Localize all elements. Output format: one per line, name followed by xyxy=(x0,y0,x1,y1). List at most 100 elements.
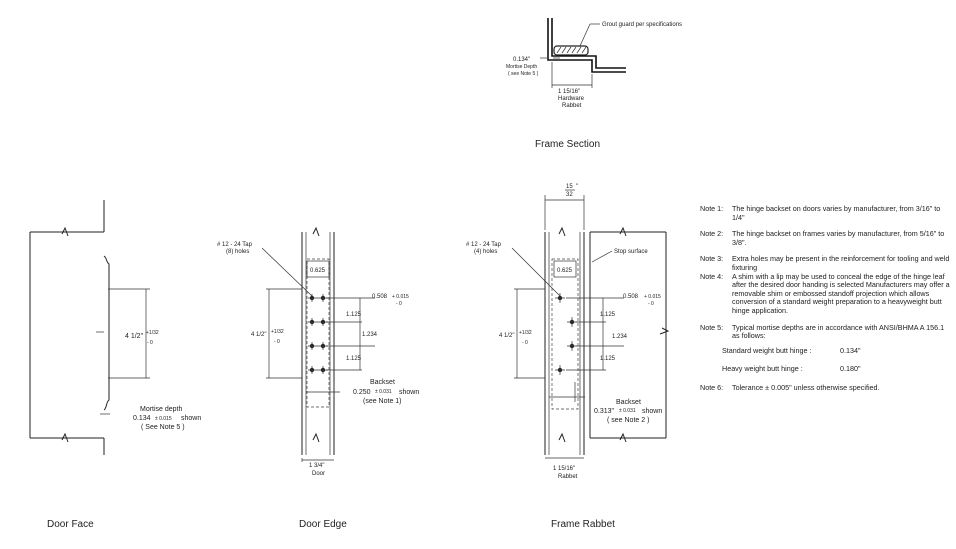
frame-rabbet-view: 15 32 " 0.625 # 12 - 24 Tap (4) holes St… xyxy=(466,184,670,530)
notes-panel: Note 1: The hinge backset on doors varie… xyxy=(700,204,952,393)
frame-rabbet-backset-shown: shown xyxy=(642,408,662,415)
frame-rabbet-dim-value: 1 15/16" xyxy=(558,89,580,95)
frame-rabbet-dim-1125b: 1.125 xyxy=(600,356,616,362)
door-edge-view: 0.625 # 12 - 24 Tap (8) holes 0.508 + 0.… xyxy=(217,226,419,530)
frame-rabbet-dim-label-2: Rabbet xyxy=(562,103,582,109)
note-5-key: Note 5: xyxy=(700,322,724,332)
door-face-mortise xyxy=(103,255,110,411)
break-marks xyxy=(61,226,69,443)
door-face-mortise-note: ( See Note 5 ) xyxy=(141,424,185,431)
note-2: Note 2: The hinge backset on frames vari… xyxy=(700,229,952,247)
frame-rabbet-width-value: 1 15/16" xyxy=(553,466,575,472)
note-4-key: Note 4: xyxy=(700,271,724,281)
door-edge-backset-tol: ± 0.031 xyxy=(375,389,392,395)
frame-rabbet-backset-tol: ± 0.031 xyxy=(619,408,636,414)
door-edge-tap-label-2: (8) holes xyxy=(226,249,249,255)
door-face-view: 4 1/2" +1/32 - 0 Mortise depth 0.134 ± 0… xyxy=(29,200,201,530)
door-edge-dim-1125b: 1.125 xyxy=(346,356,362,362)
grout-guard xyxy=(553,45,589,56)
door-edge-dim-1234: 1.234 xyxy=(362,332,378,338)
frame-rabbet-top-num: 15 xyxy=(566,184,573,190)
door-edge-holes xyxy=(308,294,328,374)
note-3-key: Note 3: xyxy=(700,254,724,264)
frame-rabbet-tol-0508-minus: - 0 xyxy=(648,301,654,307)
note-6: Note 6: Tolerance ± 0.005" unless otherw… xyxy=(700,382,952,393)
door-face-mortise-label: Mortise depth xyxy=(140,406,183,413)
frame-rabbet-height-tol-minus: - 0 xyxy=(522,340,528,346)
frame-rabbet-tap-label-2: (4) holes xyxy=(474,249,497,255)
door-edge-backset-label: Backset xyxy=(370,379,395,386)
frame-mortise-depth-value: 0.134" xyxy=(513,57,530,63)
note-1-key: Note 1: xyxy=(700,204,724,213)
standard-weight-row: Standard weight butt hinge : 0.134" xyxy=(722,345,952,356)
door-face-height-value: 4 1/2" xyxy=(125,333,144,340)
door-edge-backset-shown: shown xyxy=(399,389,419,396)
frame-rabbet-tol-0508-plus: + 0.015 xyxy=(644,294,661,300)
door-edge-height-tol-minus: - 0 xyxy=(274,339,280,345)
door-edge-width-label: Door xyxy=(312,471,325,477)
frame-rabbet-backset-value: 0.313" xyxy=(594,408,615,415)
frame-rabbet-backset-label: Backset xyxy=(616,399,641,406)
heavy-weight-label: Heavy weight butt hinge : xyxy=(722,364,803,374)
frame-profile xyxy=(547,18,626,73)
heavy-weight-row: Heavy weight butt hinge : 0.180" xyxy=(722,365,952,374)
door-edge-height-tol-plus: +1/32 xyxy=(271,329,284,335)
note-5-text: Typical mortise depths are in accordance… xyxy=(732,322,945,341)
frame-rabbet-holes xyxy=(555,293,577,375)
note-2-text: The hinge backset on frames varies by ma… xyxy=(732,229,945,247)
door-face-mortise-shown: shown xyxy=(181,415,201,422)
frame-rabbet-width-label: Rabbet xyxy=(558,474,578,480)
frame-section-view: Grout guard per specifications 0.134" Mo… xyxy=(506,18,682,150)
note-1-text: The hinge backset on doors varies by man… xyxy=(732,204,941,222)
door-edge-height-value: 4 1/2" xyxy=(251,332,266,338)
frame-rabbet-caption: Frame Rabbet xyxy=(551,519,615,530)
door-face-mortise-value: 0.134 xyxy=(133,415,151,422)
note-4: Note 4: A shim with a lip may be used to… xyxy=(700,271,952,316)
door-edge-tap-label-1: # 12 - 24 Tap xyxy=(217,242,253,248)
frame-rabbet-top-dim: 0.625 xyxy=(557,268,573,274)
frame-rabbet-top-unit: " xyxy=(576,184,578,190)
door-face-caption: Door Face xyxy=(47,519,94,530)
frame-rabbet-reinforcement xyxy=(551,258,579,410)
door-face-mortise-tol: ± 0.015 xyxy=(155,416,172,422)
standard-weight-value: 0.134" xyxy=(840,345,861,355)
frame-rabbet-stop-label: Stop surface xyxy=(614,249,648,255)
door-edge-top-dim: 0.625 xyxy=(310,268,326,274)
door-face-height-tol-minus: - 0 xyxy=(147,340,153,346)
standard-weight-label: Standard weight butt hinge : xyxy=(722,345,812,355)
frame-rabbet-dim-1234: 1.234 xyxy=(612,334,628,340)
note-6-key: Note 6: xyxy=(700,382,724,392)
door-edge-tol-0508-minus: - 0 xyxy=(396,301,402,307)
door-edge-backset-value: 0.250 xyxy=(353,389,371,396)
door-edge-reinforcement xyxy=(306,258,330,408)
frame-mortise-depth-label: Mortise Depth xyxy=(506,64,537,70)
grout-guard-label: Grout guard per specifications xyxy=(602,22,682,28)
frame-rabbet-height-tol-plus: +1/32 xyxy=(519,330,532,336)
note-1: Note 1: The hinge backset on doors varie… xyxy=(700,204,952,222)
note-6-text: Tolerance ± 0.005" unless otherwise spec… xyxy=(732,382,880,392)
frame-mortise-depth-note: ( see Note 5 ) xyxy=(508,71,539,77)
door-edge-width-value: 1 3/4" xyxy=(309,463,324,469)
door-edge-backset-note: (see Note 1) xyxy=(363,398,402,405)
heavy-weight-value: 0.180" xyxy=(840,364,861,374)
frame-rabbet-height-value: 4 1/2" xyxy=(499,333,514,339)
note-4-text: A shim with a lip may be used to conceal… xyxy=(732,271,950,315)
door-edge-dim-0508: 0.508 xyxy=(372,294,388,300)
note-3-text: Extra holes may be present in the reinfo… xyxy=(732,254,950,272)
mortise-depth-table: Standard weight butt hinge : 0.134" Heav… xyxy=(700,345,952,374)
door-face-height-tol-plus: +1/32 xyxy=(146,330,159,336)
frame-section-caption: Frame Section xyxy=(535,139,600,150)
frame-rabbet-backset-note: ( see Note 2 ) xyxy=(607,417,649,424)
frame-rabbet-top-den: 32 xyxy=(566,192,573,198)
note-5: Note 5: Typical mortise depths are in ac… xyxy=(700,322,952,341)
door-edge-tol-0508-plus: + 0.015 xyxy=(392,294,409,300)
note-2-key: Note 2: xyxy=(700,229,724,239)
frame-rabbet-dim-1125a: 1.125 xyxy=(600,312,616,318)
door-edge-caption: Door Edge xyxy=(299,519,347,530)
frame-rabbet-dim-label-1: Hardware xyxy=(558,96,585,102)
note-3: Note 3: Extra holes may be present in th… xyxy=(700,255,952,272)
door-edge-dim-1125a: 1.125 xyxy=(346,312,362,318)
frame-rabbet-tap-label-1: # 12 - 24 Tap xyxy=(466,242,502,248)
frame-rabbet-dim-0508: 0.508 xyxy=(623,294,639,300)
